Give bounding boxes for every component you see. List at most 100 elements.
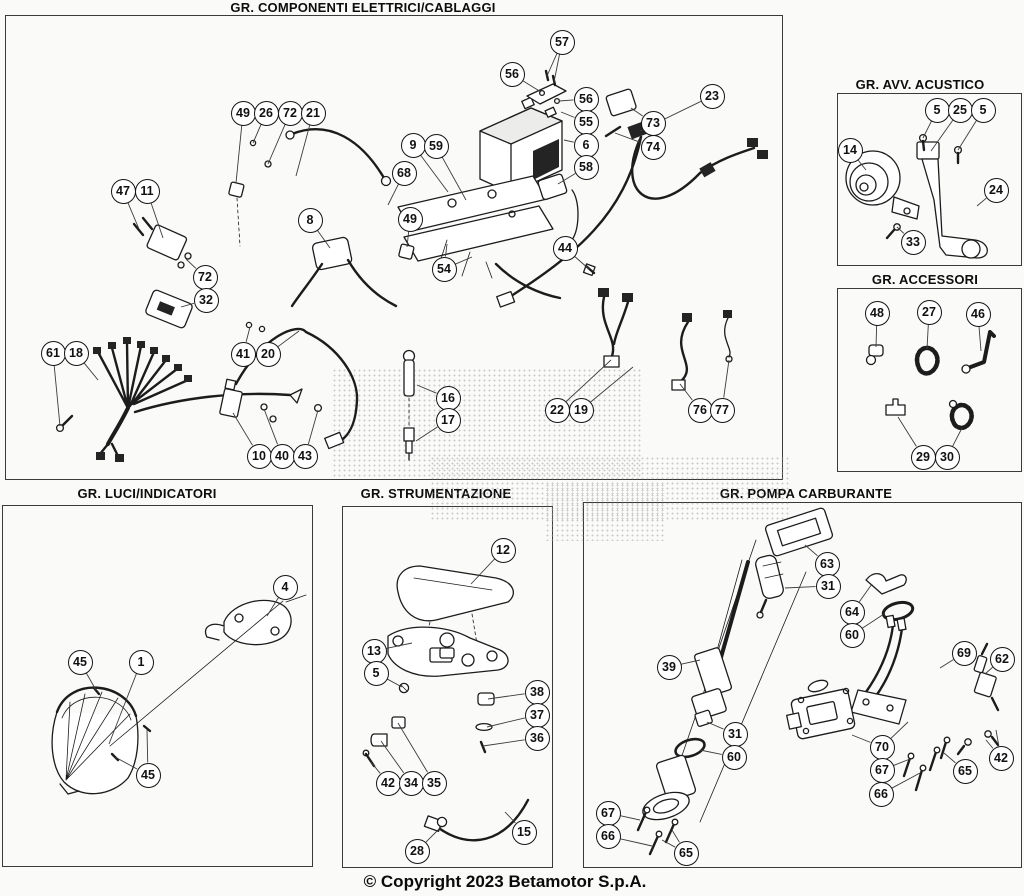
callout-28: 28 <box>404 838 430 864</box>
callout-66: 66 <box>868 781 894 807</box>
callout-45: 45 <box>67 649 93 675</box>
callout-70: 70 <box>869 734 895 760</box>
clamp-48-drawing <box>865 344 884 366</box>
callout-58: 58 <box>573 154 599 180</box>
callout-45: 45 <box>135 762 161 788</box>
callout-38: 38 <box>524 679 550 705</box>
callout-59: 59 <box>423 133 449 159</box>
callout-68: 68 <box>391 160 417 186</box>
callout-24: 24 <box>983 177 1009 203</box>
callout-46: 46 <box>965 301 991 327</box>
callout-32: 32 <box>193 287 219 313</box>
panel-box-luci <box>2 505 313 867</box>
callout-16: 16 <box>435 385 461 411</box>
wiring-loom-drawing <box>55 337 303 462</box>
callout-12: 12 <box>490 537 516 563</box>
dampers-fasteners-drawing <box>362 632 495 768</box>
callout-31: 31 <box>815 573 841 599</box>
battery-drawing <box>479 96 563 194</box>
callout-67: 67 <box>595 800 621 826</box>
callout-25: 25 <box>947 97 973 123</box>
callout-37: 37 <box>524 702 550 728</box>
callout-40: 40 <box>269 443 295 469</box>
callout-54: 54 <box>431 256 457 282</box>
petcock-drawing <box>786 679 856 740</box>
callout-42: 42 <box>375 770 401 796</box>
callout-21: 21 <box>300 100 326 126</box>
battery-cable-drawing <box>249 128 392 187</box>
copyright-text: © Copyright 2023 Betamotor S.p.A. <box>363 872 647 891</box>
callout-69: 69 <box>951 640 977 666</box>
callout-60: 60 <box>721 744 747 770</box>
callout-63: 63 <box>814 551 840 577</box>
callout-4: 4 <box>272 574 298 600</box>
panel-title-avv-acustico: GR. AVV. ACUSTICO <box>855 77 985 92</box>
callout-1: 1 <box>128 649 154 675</box>
callout-13: 13 <box>361 638 387 664</box>
callout-49: 49 <box>397 206 423 232</box>
pencil-coil-spark-plug-drawing <box>402 349 416 461</box>
callout-31: 31 <box>722 721 748 747</box>
callout-64: 64 <box>839 599 865 625</box>
callout-42: 42 <box>988 745 1014 771</box>
pump-screws-right-drawing <box>902 736 951 792</box>
sensor-harness-drawing <box>598 288 633 368</box>
callout-74: 74 <box>640 134 666 160</box>
callout-34: 34 <box>398 770 424 796</box>
callout-11: 11 <box>134 178 160 204</box>
callout-18: 18 <box>63 340 89 366</box>
fuse-clip-drawings <box>228 181 415 260</box>
relay-drawings <box>537 88 637 277</box>
callout-67: 67 <box>869 757 895 783</box>
panel-box-accessori <box>837 288 1022 472</box>
callout-57: 57 <box>549 29 575 55</box>
callout-26: 26 <box>253 100 279 126</box>
callout-29: 29 <box>910 444 936 470</box>
callout-27: 27 <box>916 299 942 325</box>
callout-65: 65 <box>673 840 699 866</box>
callout-76: 76 <box>687 397 713 423</box>
pump-screws-left-drawing <box>636 806 679 856</box>
level-sensor-drawing <box>956 642 1000 756</box>
callout-17: 17 <box>435 407 461 433</box>
callout-22: 22 <box>544 397 570 423</box>
callout-72: 72 <box>192 264 218 290</box>
callout-49: 49 <box>230 100 256 126</box>
regulator-drawing <box>132 216 192 269</box>
callout-23: 23 <box>699 83 725 109</box>
callout-5: 5 <box>363 660 389 686</box>
cable-guide-46-drawing <box>961 330 996 374</box>
watermark-halftone <box>545 483 665 541</box>
spring-hook-30-drawing <box>948 399 974 431</box>
callout-55: 55 <box>573 109 599 135</box>
ignition-coil-drawing <box>219 321 359 450</box>
main-harness-drawing <box>496 121 768 308</box>
callout-66: 66 <box>595 823 621 849</box>
alignment-line <box>109 600 284 747</box>
callout-35: 35 <box>421 770 447 796</box>
headlight-drawing <box>51 686 139 795</box>
callout-43: 43 <box>292 443 318 469</box>
ecu-drawing <box>145 289 193 329</box>
callout-19: 19 <box>568 397 594 423</box>
horn-drawing <box>845 150 920 220</box>
callout-72: 72 <box>277 100 303 126</box>
callout-60: 60 <box>839 622 865 648</box>
callout-73: 73 <box>640 110 666 136</box>
callout-14: 14 <box>837 137 863 163</box>
callout-8: 8 <box>297 207 323 233</box>
callout-36: 36 <box>524 725 550 751</box>
panel-box-pompa <box>583 502 1022 868</box>
callout-30: 30 <box>934 444 960 470</box>
clip-29-drawing <box>885 398 906 416</box>
fuel-tubes-drawing <box>850 614 907 725</box>
panel-box-elettrici <box>5 15 783 480</box>
callout-77: 77 <box>709 397 735 423</box>
panel-title-elettrici: GR. COMPONENTI ELETTRICI/CABLAGGI <box>230 0 496 15</box>
callout-41: 41 <box>230 341 256 367</box>
callout-48: 48 <box>864 300 890 326</box>
callout-39: 39 <box>656 654 682 680</box>
callout-10: 10 <box>246 443 272 469</box>
